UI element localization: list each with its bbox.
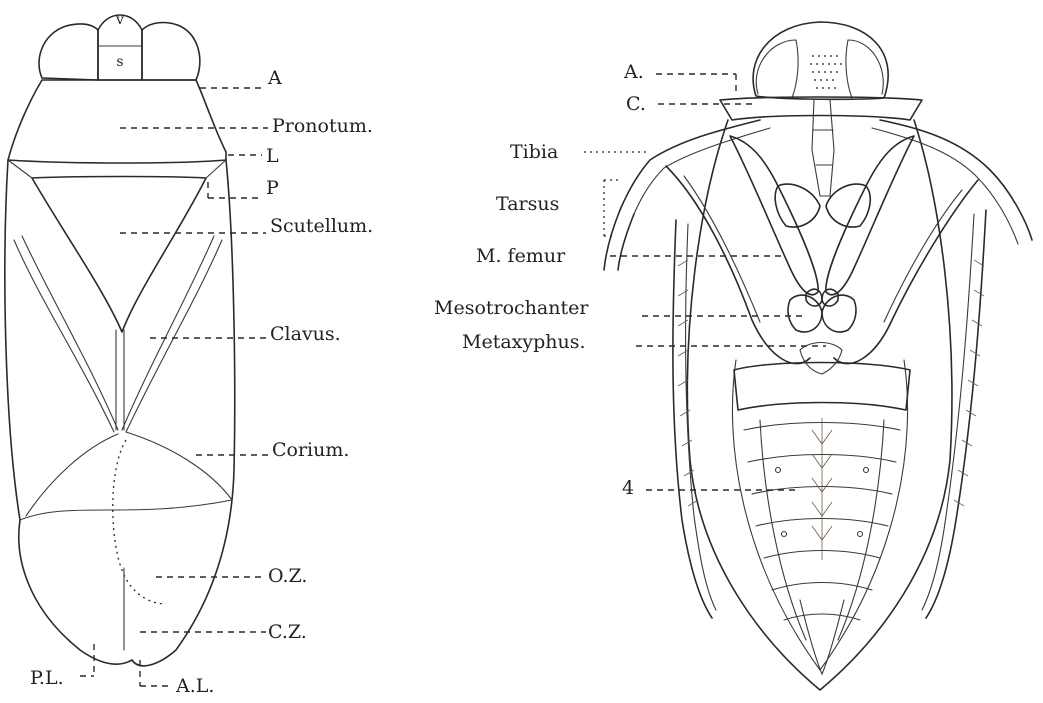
- label-tarsus: Tarsus: [496, 193, 559, 215]
- scutellum-top-line-right: [206, 160, 226, 178]
- label-tibia: Tibia: [510, 141, 558, 163]
- label-A-right: A.: [623, 61, 644, 83]
- label-mesotrochanter: Mesotrochanter: [434, 297, 589, 319]
- vertex-letter: v: [115, 12, 124, 28]
- right-figure-ventral-view: A. C. Tibia Tarsus M. femur Mesotrochant…: [434, 22, 1032, 690]
- left-head: v s: [39, 12, 200, 80]
- membrane-dashed-fold: [113, 440, 166, 604]
- metathorax-plate: [734, 363, 910, 411]
- metaxyphus-shape: [800, 343, 842, 375]
- s-letter: s: [116, 54, 123, 70]
- head-stippled-patch: [810, 56, 842, 88]
- rostrum: [812, 100, 834, 196]
- scutellum-top-line: [8, 160, 32, 178]
- genital-plate: [800, 600, 844, 674]
- label-corium: Corium.: [272, 439, 349, 461]
- abdomen-lateral-left: [760, 420, 806, 640]
- right-hind-leg-inner: [884, 190, 962, 322]
- left-eye-outline: [39, 24, 98, 80]
- label-A-left: A: [267, 67, 282, 89]
- left-mid-femur: [730, 136, 818, 295]
- spiracle-left-2: [782, 532, 787, 537]
- label-clavus: Clavus.: [270, 323, 341, 345]
- spiracle-right-2: [858, 532, 863, 537]
- left-hind-tibia: [673, 220, 712, 618]
- left-mesotrochanter: [788, 295, 822, 332]
- label-four: 4: [622, 477, 634, 499]
- right-mesotrochanter: [822, 295, 856, 332]
- right-hind-tibia: [926, 210, 986, 618]
- right-hind-tibia-inner: [922, 214, 974, 610]
- left-front-coxa: [775, 184, 820, 227]
- corium-right-margin: [126, 432, 232, 500]
- left-front-leg: [620, 120, 760, 210]
- label-P: P: [266, 177, 279, 199]
- right-head-outline: [753, 22, 888, 99]
- right-head: [753, 22, 888, 99]
- clavus-left-edge: [14, 240, 114, 432]
- membrane-boundary: [20, 500, 232, 520]
- spiracle-left-1: [776, 468, 781, 473]
- label-L: L: [266, 145, 279, 167]
- clavus-right-edge: [126, 240, 222, 432]
- label-oz: O.Z.: [268, 565, 307, 587]
- label-metaxyphus: Metaxyphus.: [462, 331, 586, 353]
- label-C: C.: [626, 93, 646, 115]
- label-pronotum: Pronotum.: [272, 115, 373, 137]
- label-cz: C.Z.: [268, 621, 307, 643]
- label-al: A.L.: [175, 675, 214, 697]
- label-scutellum: Scutellum.: [270, 215, 373, 237]
- pronotum-outline: [8, 80, 226, 163]
- left-front-leg-inner: [634, 128, 770, 214]
- center-trochanter-right: [822, 289, 838, 306]
- head-eye-right: [846, 40, 883, 98]
- corium-left-margin: [26, 434, 118, 516]
- left-figure-dorsal-view: v s: [5, 12, 373, 697]
- body-outline: [5, 160, 235, 666]
- prothorax-outline: [720, 97, 922, 120]
- right-mid-femur: [826, 136, 914, 295]
- abdomen-midline-hairs: [812, 418, 832, 560]
- abdomen-seg-7: [784, 614, 860, 620]
- label-m-femur: M. femur: [476, 245, 566, 267]
- center-trochanter-left: [806, 289, 822, 306]
- clavus-right-inner: [122, 236, 214, 430]
- left-tarsus: [604, 210, 634, 270]
- clavus-left-inner: [22, 236, 118, 430]
- abdomen-lateral-right: [838, 420, 884, 640]
- right-eye-outline: [142, 23, 200, 80]
- left-hind-tibia-inner: [686, 224, 716, 610]
- label-pl: P.L.: [30, 667, 64, 689]
- spiracle-right-1: [864, 468, 869, 473]
